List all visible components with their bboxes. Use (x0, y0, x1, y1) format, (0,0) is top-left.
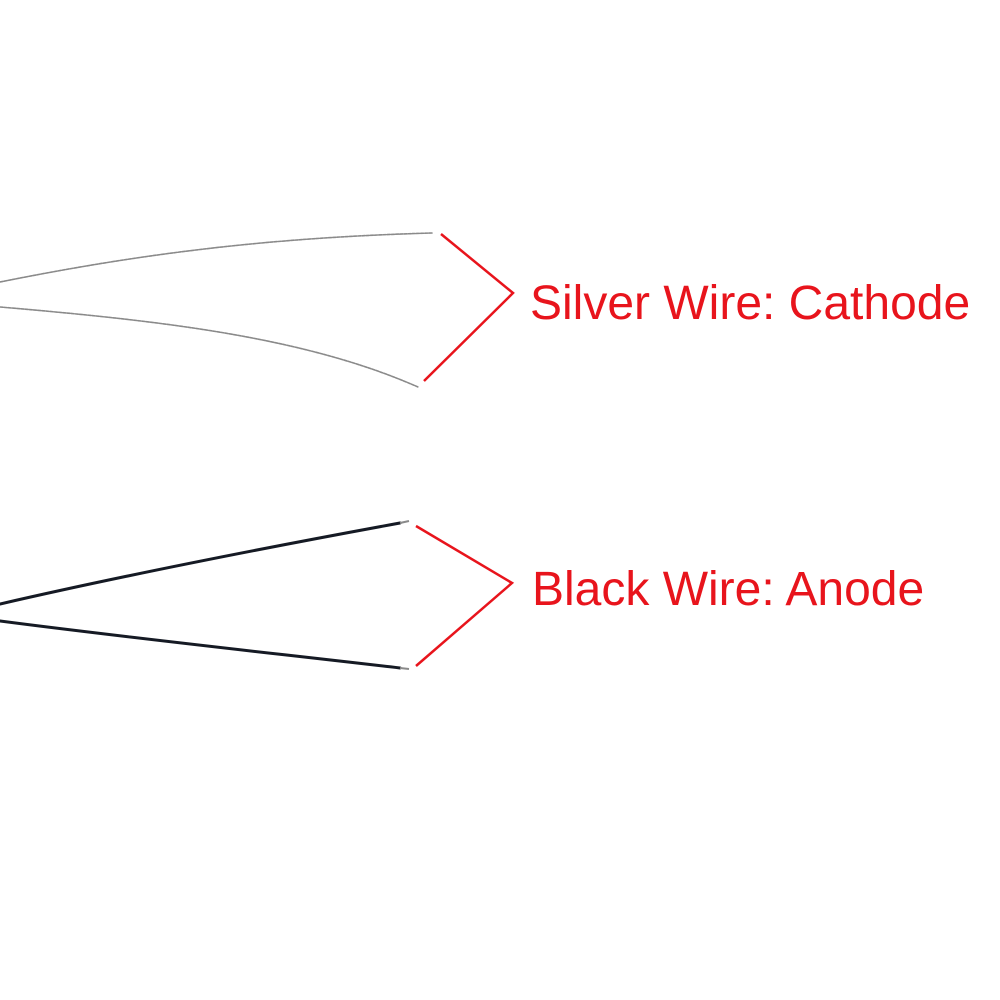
black-wire-label: Black Wire: Anode (532, 563, 925, 616)
black-wire-lower-tip (399, 667, 410, 670)
silver-bracket (423, 233, 515, 382)
black-wire-upper-tip (399, 520, 410, 524)
black-bracket (415, 524, 515, 667)
black-wire-lower (0, 619, 402, 670)
black-wire-pair (0, 520, 410, 670)
silver-wire-label: Silver Wire: Cathode (530, 277, 971, 330)
silver-wire-upper (0, 232, 433, 283)
silver-wire-pair (0, 232, 433, 388)
black-wire-upper (0, 521, 402, 606)
silver-wire-lower (0, 306, 419, 388)
